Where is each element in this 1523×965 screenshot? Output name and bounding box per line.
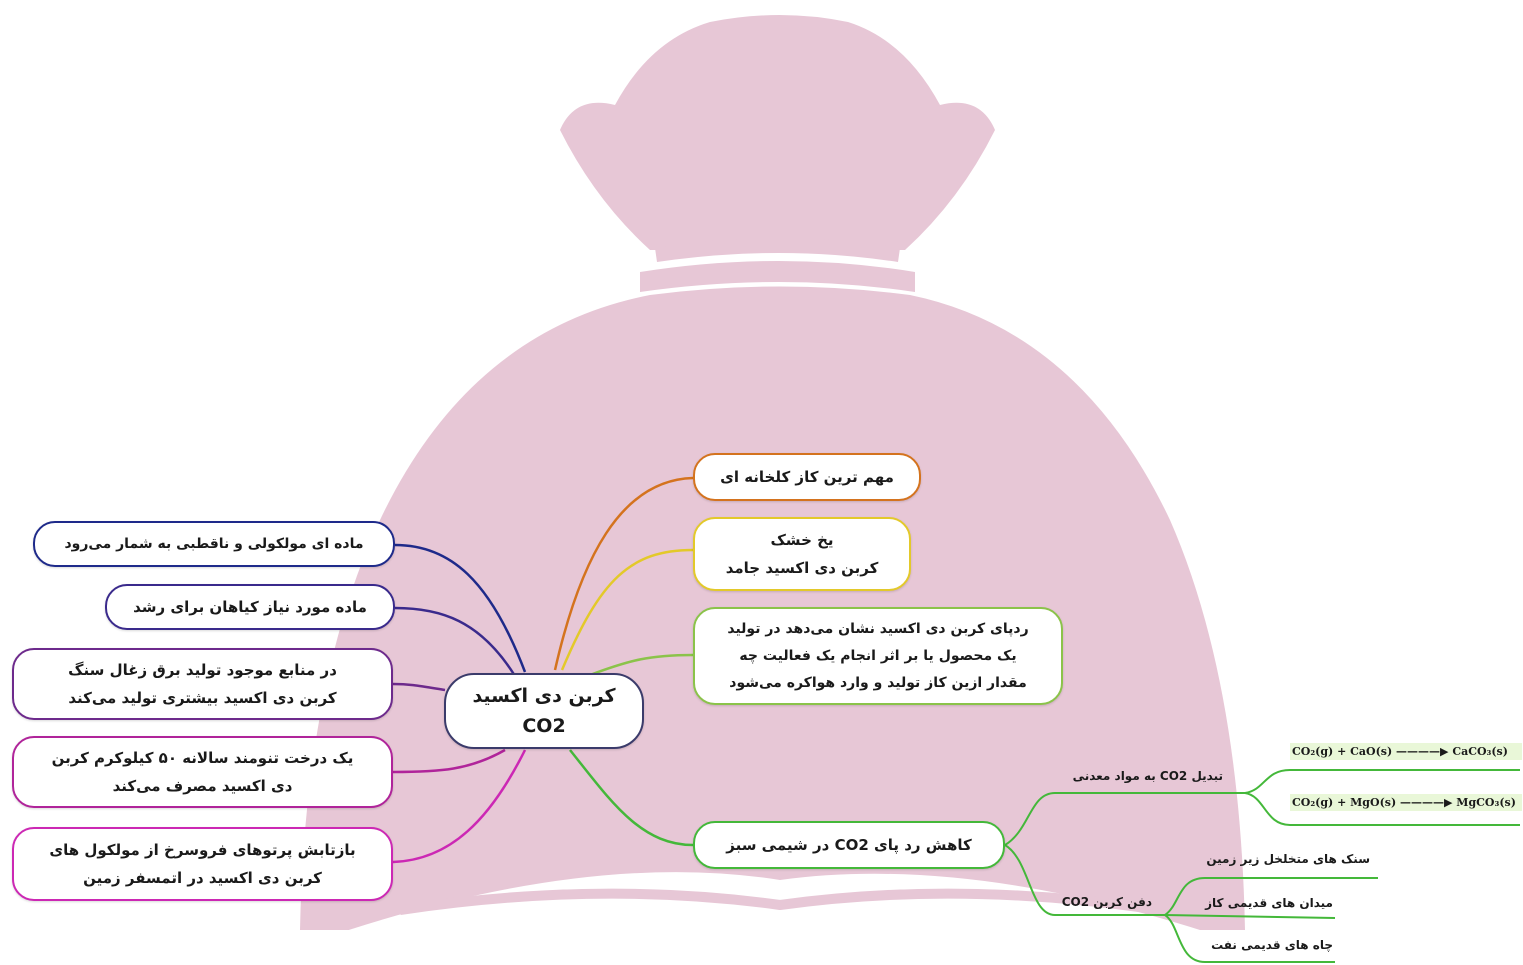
equation-mgo: CO₂(g) + MgO(s) ————▶ MgCO₃(s): [1290, 794, 1522, 811]
central-topic-formula: CO2: [522, 715, 566, 737]
label-old-oil-wells: چاه های قدیمی نفت: [1211, 938, 1333, 952]
connector-dry-ice: [560, 548, 694, 671]
label-porous-rocks: سنک های متخلخل زیر زمین: [1206, 852, 1370, 866]
neck-band-top: [655, 238, 900, 262]
connector-to-bury: [1004, 844, 1165, 916]
node-coal-power[interactable]: در منابع موجود تولید برق زغال سنگ کربن د…: [12, 648, 393, 720]
node-text-line: کربن دی اکسید جامد: [725, 559, 879, 577]
node-text-line: یک محصول یا بر اثر انجام یک فعالیت چه: [739, 647, 1017, 664]
connector-to-eq2: [1244, 792, 1520, 826]
node-text-line: مهم ترین کاز کلخانه ای: [720, 468, 894, 486]
node-infrared-reflection[interactable]: بازتابش پرتوهای فروسرخ از مولکول های کرب…: [12, 827, 393, 901]
connector-to-eq1: [1244, 769, 1520, 794]
label-old-gas-fields: میدان های قدیمی کاز: [1205, 896, 1333, 910]
connector-green-chem: [569, 749, 694, 847]
node-text-line: یک درخت تنومند سالانه ۵۰ کیلوکرم کربن: [51, 749, 354, 767]
connector-greenhouse: [553, 476, 694, 671]
node-greenhouse-gas[interactable]: مهم ترین کاز کلخانه ای: [693, 453, 921, 501]
central-topic-title: کربن دی اکسید: [472, 685, 616, 707]
connector-to-convert: [1004, 792, 1245, 846]
connector-tree: [392, 748, 506, 774]
node-text-line: کربن دی اکسید بیشتری تولید می‌کند: [68, 689, 337, 707]
node-text-line: در منابع موجود تولید برق زغال سنگ: [68, 661, 337, 679]
node-text-line: ماده مورد نیاز کیاهان برای رشد: [133, 598, 367, 616]
node-tree-consumption[interactable]: یک درخت تنومند سالانه ۵۰ کیلوکرم کربن دی…: [12, 736, 393, 808]
node-text-line: یخ خشک: [770, 531, 834, 549]
node-green-chemistry[interactable]: کاهش رد پای CO2 در شیمی سبز: [693, 821, 1005, 869]
node-text-line: کاهش رد پای CO2 در شیمی سبز: [726, 836, 972, 854]
node-text-line: ماده ای مولکولی و ناقطبی به شمار می‌رود: [64, 536, 364, 552]
node-molecular-nonpolar[interactable]: ماده ای مولکولی و ناقطبی به شمار می‌رود: [33, 521, 395, 567]
connector-infrared: [392, 749, 527, 864]
node-plant-growth[interactable]: ماده مورد نیاز کیاهان برای رشد: [105, 584, 395, 630]
node-text-line: ردپای کربن دی اکسید نشان می‌دهد در تولید: [727, 620, 1029, 637]
equation-cao: CO₂(g) + CaO(s) ————▶ CaCO₃(s): [1290, 743, 1522, 760]
connector-footprint: [589, 653, 694, 677]
node-text-line: دی اکسید مصرف می‌کند: [112, 777, 293, 795]
node-text-line: مقدار ازین کاز تولید و وارد هواکره می‌شو…: [729, 674, 1027, 691]
label-carbon-burial[interactable]: دفن کربن CO2: [1061, 895, 1152, 909]
connector-to-bury3: [1164, 914, 1335, 963]
node-carbon-footprint[interactable]: ردپای کربن دی اکسید نشان می‌دهد در تولید…: [693, 607, 1063, 705]
node-text-line: کربن دی اکسید در اتمسفر زمین: [83, 869, 322, 887]
neck-band-bottom: [640, 261, 915, 292]
connector-molecular: [394, 543, 527, 673]
connector-coal: [392, 682, 446, 692]
node-text-line: بازتابش پرتوهای فروسرخ از مولکول های: [49, 841, 356, 859]
connector-to-bury2: [1164, 914, 1336, 919]
connector-plants: [394, 606, 517, 677]
label-convert-minerals[interactable]: تبدیل CO2 به مواد معدنی: [1072, 769, 1223, 783]
central-topic[interactable]: کربن دی اکسید CO2: [444, 673, 644, 749]
crown-shape: [560, 15, 995, 250]
connector-to-bury1: [1164, 877, 1378, 916]
node-dry-ice[interactable]: یخ خشک کربن دی اکسید جامد: [693, 517, 911, 591]
